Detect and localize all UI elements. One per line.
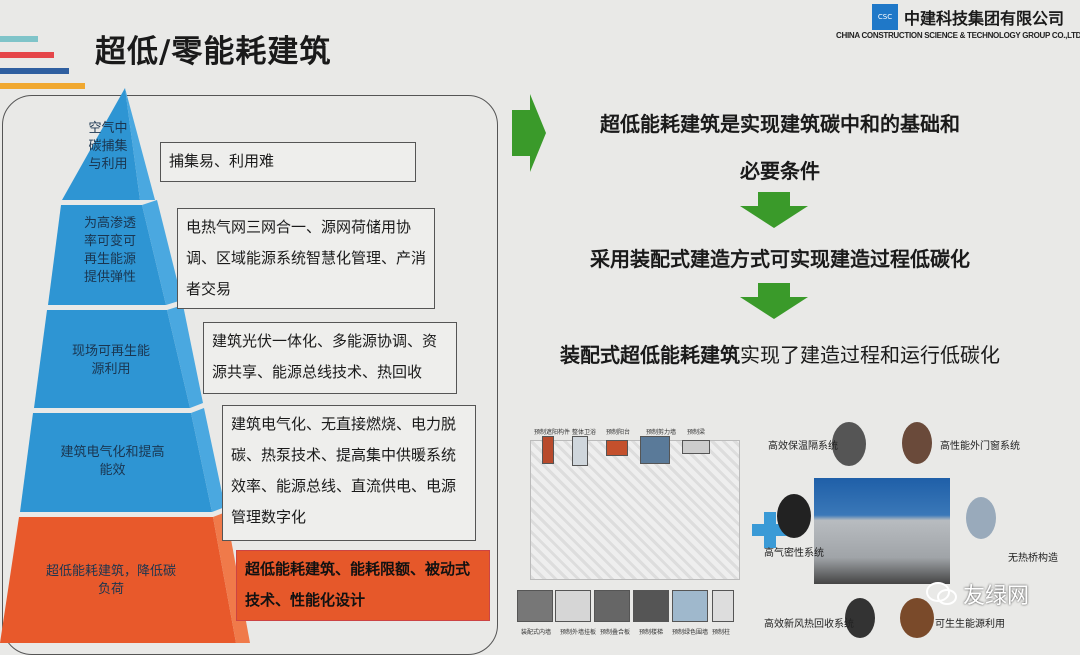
logo-name-cn: 中建科技集团有限公司 [904, 9, 1065, 28]
description-box-1: 捕集易、利用难 [160, 142, 416, 182]
system-label: 高性能外门窗系统 [940, 441, 1020, 452]
prefab-thumb [712, 590, 734, 622]
prefab-thumb [606, 440, 628, 456]
system-label: 可生生能源利用 [935, 619, 1005, 630]
building-photo [814, 478, 950, 584]
description-box-2: 电热气网三网合一、源网荷储用协调、区域能源系统智慧化管理、产消者交易 [177, 208, 435, 309]
logo-mark-icon: CSC [872, 4, 898, 30]
logo-name-en: CHINA CONSTRUCTION SCIENCE & TECHNOLOGY … [836, 31, 1080, 40]
description-box-4: 建筑电气化、无直接燃烧、电力脱碳、热泵技术、提高集中供暖系统效率、能源总线、直流… [222, 405, 476, 541]
pyramid-layer-1 [62, 88, 140, 200]
pyramid [0, 88, 250, 643]
system-photo [966, 497, 996, 539]
system-label: 高效保温隔系统 [768, 441, 838, 452]
prefab-label-top: 预制剪力墙 [646, 429, 677, 436]
accent-bar [0, 36, 38, 42]
system-photo [900, 598, 934, 638]
pyramid-layer-3 [34, 310, 190, 408]
prefab-label-bottom: 装配式内墙 [521, 629, 552, 636]
statement-line-4-bold: 装配式超低能耗建筑 [560, 343, 740, 367]
pyramid-label-2: 为高渗透率可变可再生能源提供弹性 [83, 216, 136, 285]
system-label: 无热桥构造 [1008, 553, 1058, 564]
pyramid-layer-4-side [191, 408, 225, 512]
system-photo [902, 422, 932, 464]
prefab-thumb [640, 436, 670, 464]
wechat-icon [926, 582, 957, 605]
prefab-label-bottom: 预制叠合板 [600, 629, 631, 636]
prefab-label-top: 预制阳台 [606, 429, 631, 436]
prefab-label-bottom: 预制柱 [712, 629, 731, 636]
prefab-thumb [517, 590, 553, 622]
pyramid-layer-3-side [167, 305, 203, 408]
system-photo [832, 422, 866, 466]
prefab-thumb [555, 590, 591, 622]
watermark: 友绿网 [925, 578, 1029, 610]
system-label: 高效新风热回收系统 [764, 619, 854, 630]
prefab-label-top: 预制梁 [687, 429, 706, 436]
prefab-thumb [633, 590, 669, 622]
right-arrow-icon [512, 94, 546, 172]
prefab-label-bottom: 预制楼梯 [639, 629, 664, 636]
pyramid-label-3: 现场可再生能源利用 [71, 344, 150, 377]
pyramid-layer-5 [0, 517, 236, 643]
prefab-label-bottom: 预制外墙挂板 [560, 629, 597, 636]
prefab-label-top: 预制遮阳构件 [534, 429, 571, 436]
system-photo [845, 598, 875, 638]
statement-line-1: 超低能耗建筑是实现建筑碳中和的基础和 [600, 112, 960, 136]
statement-line-4-rest: 实现了建造过程和运行低碳化 [740, 343, 1000, 367]
statement-line-3-rest: 可实现建造过程低碳化 [770, 247, 970, 271]
pyramid-layer-2-side [142, 200, 182, 305]
prefab-thumb [542, 436, 554, 464]
prefab-thumb [672, 590, 708, 622]
statement-line-3: 采用装配式建造方式可实现建造过程低碳化 [540, 243, 1020, 272]
pyramid-layer-4 [20, 413, 212, 512]
prefab-label-bottom: 预制绿色围墙 [672, 629, 709, 636]
prefab-building-diagram [530, 440, 740, 580]
prefab-label-top: 整体卫浴 [572, 429, 597, 436]
pyramid-label-4: 建筑电气化和提高能效 [60, 445, 165, 478]
prefab-thumb [682, 440, 710, 454]
accent-bar [0, 52, 54, 58]
description-box-3: 建筑光伏一体化、多能源协调、资源共享、能源总线技术、热回收 [203, 322, 457, 394]
system-label: 高气密性系统 [764, 548, 824, 559]
accent-bar [0, 83, 85, 89]
watermark-text: 友绿网 [963, 584, 1030, 609]
statement-line-2: 必要条件 [740, 159, 820, 183]
pyramid-label-1: 空气中碳捕集与利用 [88, 121, 128, 172]
accent-bar [0, 68, 69, 74]
prefab-thumb [594, 590, 630, 622]
description-box-5: 超低能耗建筑、能耗限额、被动式技术、性能化设计 [236, 550, 490, 621]
pyramid-layer-2 [48, 205, 166, 305]
system-photo [777, 494, 811, 538]
statement-line-4: 装配式超低能耗建筑实现了建造过程和运行低碳化 [515, 339, 1045, 368]
slide-title: 超低/零能耗建筑 [95, 34, 332, 70]
pyramid-label-5: 超低能耗建筑，降低碳负荷 [45, 564, 176, 597]
statement-line-3-bold: 采用装配式建造方式 [590, 247, 770, 271]
company-logo: CSC 中建科技集团有限公司 [872, 4, 1064, 30]
prefab-thumb [572, 436, 588, 466]
down-arrow-icon [740, 192, 808, 228]
down-arrow-icon [740, 283, 808, 319]
pyramid-layer-1-side [125, 88, 155, 200]
